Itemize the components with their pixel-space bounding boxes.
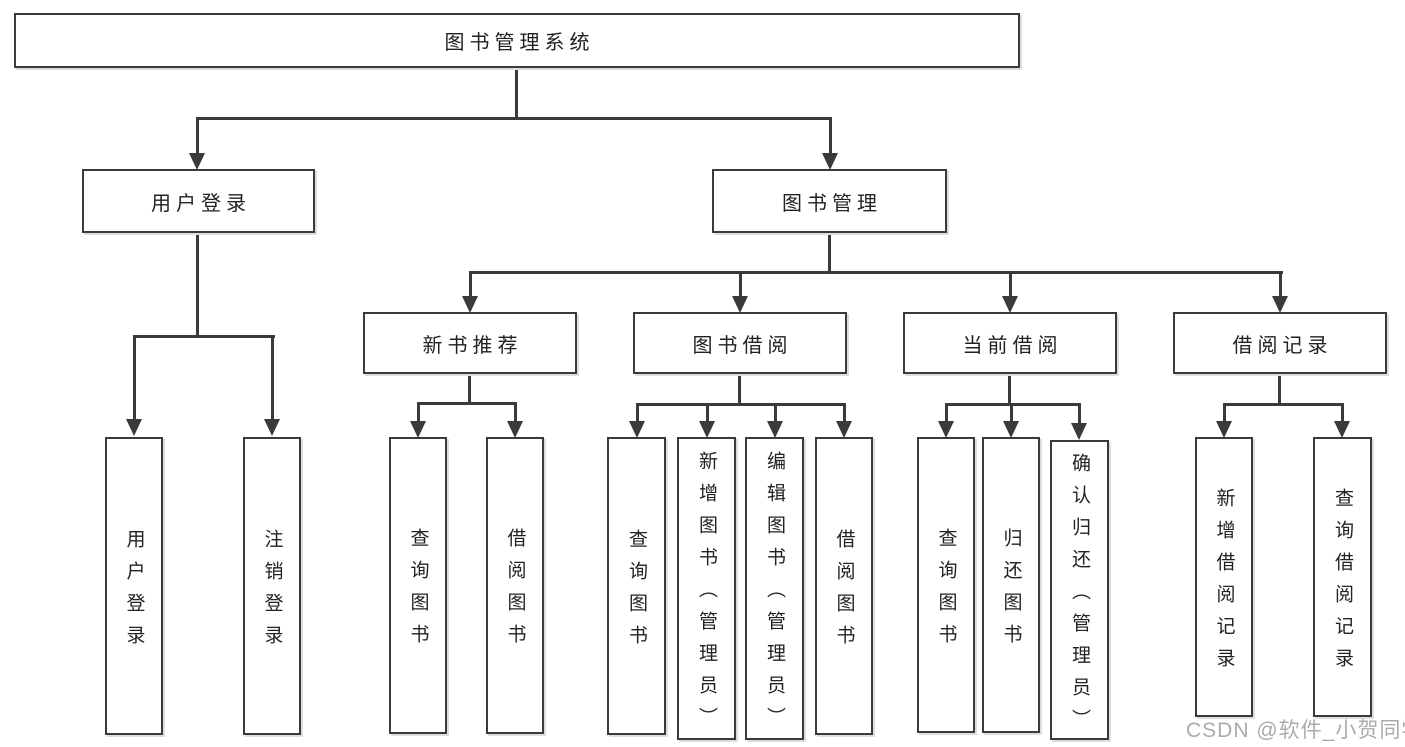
watermark: CSDN @软件_小贺同学 <box>1186 719 1405 742</box>
leaf-label: 确认归还（管理员） <box>1069 452 1090 741</box>
arrow-to-borrow-borrow <box>836 403 852 438</box>
leaf-logout: 注销登录 <box>243 437 301 735</box>
leaf-label: 查询借阅记录 <box>1332 487 1353 680</box>
leaf-label: 新增借阅记录 <box>1213 487 1235 680</box>
connector-records-rail <box>1223 403 1344 406</box>
node-book-borrow: 图书借阅 <box>633 312 847 374</box>
connector-borrow-rail <box>636 403 846 406</box>
connector-recommend-rail <box>417 402 517 405</box>
leaf-borrow-edit-books-admin: 编辑图书（管理员） <box>745 437 804 740</box>
arrow-to-borrow-edit <box>767 403 783 438</box>
node-label: 借阅记录 <box>1232 334 1333 357</box>
leaf-label: 借阅图书 <box>833 528 855 657</box>
node-borrow-records: 借阅记录 <box>1173 312 1387 374</box>
arrow-to-user-login <box>189 117 205 170</box>
leaf-records-add-record: 新增借阅记录 <box>1195 437 1253 717</box>
node-new-book-recommend: 新书推荐 <box>363 312 577 374</box>
arrow-to-leaf-user-login <box>126 335 142 436</box>
connector-records-stem <box>1278 372 1281 405</box>
leaf-recommend-query-books: 查询图书 <box>389 437 447 734</box>
leaf-label: 注销登录 <box>261 528 283 657</box>
connector-level3-rail <box>469 271 1283 274</box>
leaf-borrow-add-books-admin: 新增图书（管理员） <box>677 437 736 740</box>
arrow-to-recommend-borrow <box>507 402 523 438</box>
leaf-user-login: 用户登录 <box>105 437 163 735</box>
leaf-current-query-books: 查询图书 <box>917 437 975 733</box>
node-user-login: 用户登录 <box>82 169 315 233</box>
connector-borrow-stem <box>738 372 741 405</box>
leaf-records-query-record: 查询借阅记录 <box>1313 437 1372 717</box>
node-library-management-system: 图书管理系统 <box>14 13 1020 68</box>
leaf-label: 查询图书 <box>626 528 647 657</box>
leaf-current-confirm-return-admin: 确认归还（管理员） <box>1050 440 1109 741</box>
connector-mgmt-stem <box>828 231 831 274</box>
node-current-borrow: 当前借阅 <box>903 312 1117 374</box>
arrow-to-book-borrow <box>732 271 748 313</box>
arrow-to-current-borrow <box>1002 271 1018 313</box>
connector-user-stem <box>196 231 199 337</box>
node-label: 图书管理 <box>782 192 882 215</box>
arrow-to-current-return <box>1003 403 1019 438</box>
node-book-management: 图书管理 <box>712 169 947 233</box>
arrow-to-current-confirm <box>1071 403 1087 440</box>
connector-level2-rail <box>196 117 832 120</box>
node-label: 用户登录 <box>151 192 251 215</box>
arrow-to-book-management <box>822 117 838 170</box>
node-label: 图书借阅 <box>692 334 793 357</box>
arrow-to-leaf-logout <box>264 335 280 436</box>
leaf-label: 归还图书 <box>1000 527 1022 656</box>
arrow-to-recommend-query <box>410 402 426 438</box>
leaf-label: 查询图书 <box>407 528 429 656</box>
arrow-to-records-add <box>1216 403 1232 438</box>
leaf-label: 新增图书（管理员） <box>696 451 717 739</box>
node-label: 图书管理系统 <box>444 32 595 54</box>
leaf-label: 用户登录 <box>123 528 145 657</box>
node-label: 新书推荐 <box>422 334 523 357</box>
leaf-label: 借阅图书 <box>504 528 526 656</box>
leaf-recommend-borrow-books: 借阅图书 <box>486 437 544 734</box>
arrow-to-borrow-records <box>1272 271 1288 313</box>
arrow-to-borrow-add <box>699 403 715 438</box>
leaf-label: 编辑图书（管理员） <box>764 451 785 739</box>
connector-user-rail <box>133 335 275 338</box>
leaf-borrow-query-books: 查询图书 <box>607 437 666 735</box>
arrow-to-new-book-recommend <box>462 271 478 313</box>
connector-root-stem <box>515 68 518 120</box>
leaf-label: 查询图书 <box>935 527 957 656</box>
connector-current-rail <box>945 403 1081 406</box>
node-label: 当前借阅 <box>962 334 1063 357</box>
arrow-to-current-query <box>938 403 954 438</box>
leaf-current-return-books: 归还图书 <box>982 437 1040 733</box>
connector-current-stem <box>1008 372 1011 405</box>
connector-recommend-stem <box>468 372 471 404</box>
arrow-to-borrow-query <box>629 403 645 438</box>
leaf-borrow-borrow-books: 借阅图书 <box>815 437 873 735</box>
arrow-to-records-query <box>1334 403 1350 438</box>
